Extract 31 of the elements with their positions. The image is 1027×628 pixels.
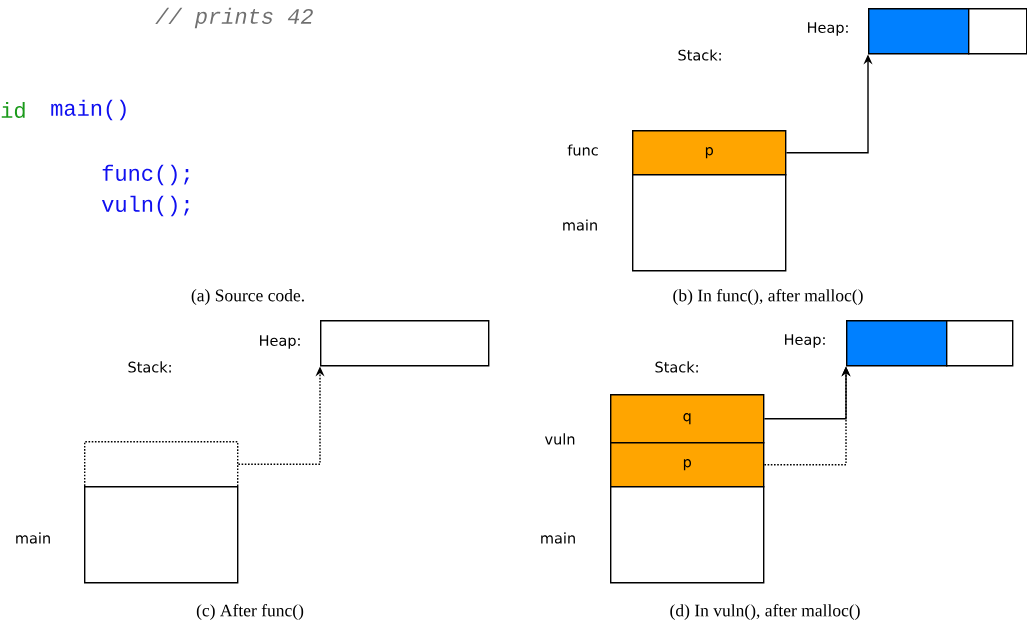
- frame-label: Heap:: [260, 335, 300, 349]
- frame-label: main: [541, 532, 575, 544]
- area-label: Stack:: [655, 361, 698, 373]
- memory-box: [946, 320, 1014, 367]
- heap-block: [846, 320, 948, 367]
- memory-box: [320, 320, 490, 367]
- variable-box: p: [632, 130, 787, 176]
- variable-box: q: [610, 394, 765, 444]
- heap-block: [868, 8, 970, 55]
- memory-box: [84, 441, 239, 488]
- frame-label: func: [567, 144, 598, 156]
- memory-box: [632, 174, 787, 272]
- figure-caption: (a) Source code.: [191, 289, 304, 305]
- code-text: func();: [102, 164, 189, 186]
- area-label: Stack:: [678, 49, 721, 61]
- code-text: main(): [51, 99, 126, 121]
- code-comment: // prints 42: [155, 7, 313, 29]
- figure-caption: (c) After func(): [196, 603, 304, 620]
- area-label: Stack:: [128, 361, 171, 373]
- frame-label: Heap:: [785, 334, 825, 348]
- variable-box: p: [610, 442, 765, 488]
- code-text: vuln();: [101, 195, 189, 217]
- code-text: id: [1, 101, 25, 119]
- memory-box: [968, 8, 1027, 55]
- memory-box: [610, 486, 765, 584]
- frame-label: Heap:: [808, 22, 848, 36]
- frame-label: main: [563, 219, 597, 231]
- figure-caption: (d) In vuln(), after malloc(): [670, 603, 860, 620]
- figure-caption: (b) In func(), after malloc(): [673, 288, 863, 305]
- area-label: vuln: [544, 433, 575, 445]
- frame-label: main: [16, 532, 50, 544]
